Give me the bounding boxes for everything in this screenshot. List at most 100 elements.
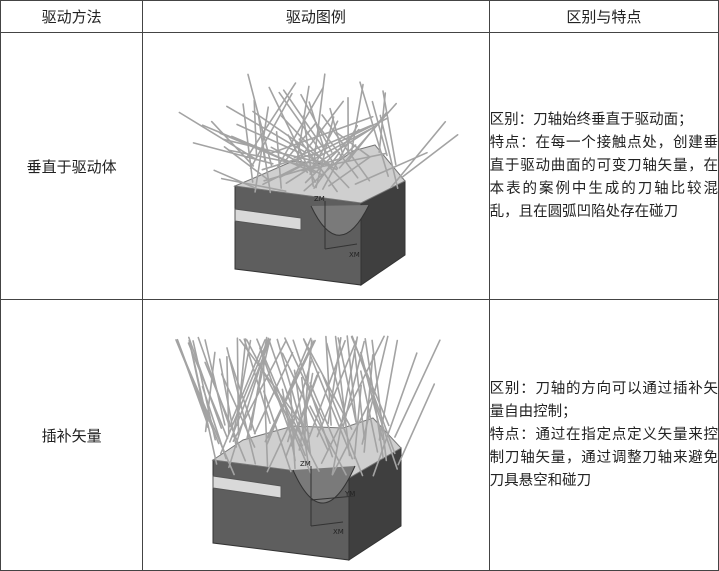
tool-axis-line (220, 337, 270, 455)
difference-text: 区别：刀轴始终垂直于驱动面； (489, 111, 693, 128)
tool-axis-line (246, 340, 271, 441)
tool-axis-line (309, 117, 389, 157)
axis-label-zm: ZM (300, 460, 311, 468)
tool-axis-line (331, 336, 359, 475)
tool-axis-line (337, 337, 357, 423)
axis-label-xm: XM (349, 251, 360, 259)
block-step (212, 475, 282, 499)
tool-axis-line (312, 73, 326, 168)
feature-text: 特点：在每一个接触点处，创建垂直于驱动曲面的可变刀轴矢量，在本表的案例中生成的刀… (489, 134, 718, 220)
tool-axis-line (349, 83, 364, 159)
tool-axis-line (379, 114, 399, 189)
xm-axis (311, 521, 344, 527)
tool-axis-line (298, 372, 314, 451)
tool-axis-line (372, 352, 418, 477)
tool-axis-illustration: ZM XM (178, 73, 459, 286)
tool-axis-line (226, 105, 307, 154)
tool-axis-line (390, 121, 447, 188)
tool-axis-line (259, 347, 295, 442)
tool-axis-line (378, 92, 387, 153)
description-cell: 区别：刀轴始终垂直于驱动面； 特点：在每一个接触点处，创建垂直于驱动曲面的可变刀… (488, 32, 719, 300)
tool-axis-line (285, 124, 378, 184)
tool-axis-line (231, 135, 271, 154)
tool-axis-line (187, 342, 229, 440)
tool-axis-line (371, 100, 388, 157)
tool-axis-line (263, 157, 345, 182)
table-row: 垂直于驱动体 ZM XM 区别：刀轴始终垂直于驱动面； (0, 32, 719, 300)
tool-axis-line (256, 338, 307, 457)
tool-axis-line (400, 134, 459, 179)
ym-axis (311, 495, 356, 501)
tool-axis-line (266, 407, 299, 473)
tool-axis-line (382, 90, 397, 166)
tool-axis-line (295, 85, 310, 166)
tool-axis-line (268, 86, 317, 183)
figure-cell: ZM YM XM (142, 299, 490, 571)
tool-axis-line (284, 337, 325, 421)
tool-axis-line (309, 382, 339, 449)
tool-axis-line (285, 374, 318, 458)
tool-axis-line (223, 146, 269, 181)
tool-axis-line (279, 126, 375, 179)
tool-axis-line (331, 392, 375, 476)
tool-axis-line (353, 348, 366, 440)
tool-axis-line (211, 120, 255, 167)
tool-axis-line (301, 152, 388, 172)
tool-axis-line (397, 383, 436, 466)
tool-axis-line (204, 351, 216, 433)
tool-axis-line (263, 390, 292, 473)
tool-axis-line (197, 336, 231, 428)
header-figure: 驱动图例 (142, 0, 490, 33)
tool-axis-line (394, 339, 441, 438)
tool-axis-line (293, 124, 373, 159)
header-difference: 区别与特点 (488, 0, 719, 33)
tool-axis-line (175, 339, 220, 445)
tool-axis-line (360, 370, 379, 453)
tool-axis-line (347, 111, 388, 162)
tool-axis-line (304, 128, 360, 184)
xm-axis (325, 243, 358, 250)
tool-axis-line (342, 340, 366, 427)
tool-axis-line (246, 82, 297, 159)
tool-axis-line (204, 339, 226, 426)
tool-axis-line (303, 144, 357, 192)
tool-axis-line (253, 351, 294, 435)
tool-axis-line (228, 338, 270, 469)
tool-axis-line (178, 111, 258, 161)
tool-axis-line (353, 384, 363, 460)
tool-axis-line (321, 114, 371, 182)
tool-axis-line (221, 177, 287, 192)
tool-axis-line (228, 355, 257, 435)
tool-axis-line (278, 91, 323, 154)
figure-cell: ZM XM (142, 32, 490, 300)
description-cell: 区别：刀轴的方向可以通过插补矢量自由控制； 特点：通过在指定点定义矢量来控制刀轴… (488, 299, 719, 571)
tool-axis-line (303, 338, 354, 460)
tool-axis-line (325, 335, 333, 426)
header-method: 驱动方法 (0, 0, 144, 33)
method-cell: 插补矢量 (0, 299, 144, 571)
tool-axis-line (257, 113, 266, 162)
tool-axis-line (232, 339, 252, 438)
tool-axis-line (222, 138, 329, 165)
block-step (234, 208, 302, 231)
tool-axis-line (253, 99, 258, 159)
axis-label-zm: ZM (314, 195, 325, 203)
tool-axis-line (213, 169, 257, 189)
table-row: 插补矢量 ZM YM XM 区别：刀轴的方向可以通过插补矢量自由控制； 特点：通… (0, 299, 719, 571)
tool-axis-line (328, 156, 371, 187)
tool-axis-line (247, 73, 273, 167)
difference-text: 区别：刀轴的方向可以通过插补矢量自由控制； (489, 380, 718, 420)
tool-axis-line (374, 401, 399, 470)
tool-axis-line (350, 335, 390, 427)
tool-axis-lines (178, 73, 459, 194)
tool-axis-line (254, 106, 270, 193)
tool-axis-lines (175, 335, 441, 477)
tool-axis-line (297, 100, 345, 162)
tool-axis-line (359, 81, 390, 177)
axis-label-xm: XM (333, 528, 344, 536)
tool-axis-line (308, 101, 327, 154)
method-cell: 垂直于驱动体 (0, 32, 144, 300)
tool-axis-line (317, 125, 359, 179)
tool-axis-line (346, 335, 358, 425)
